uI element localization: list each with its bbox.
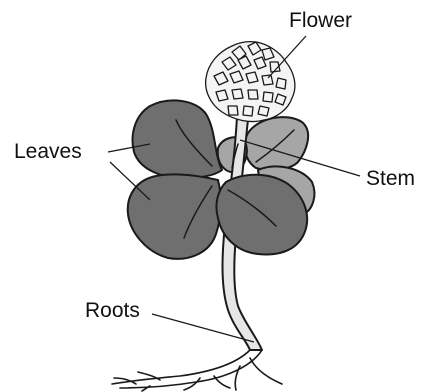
petal bbox=[263, 92, 273, 102]
petal bbox=[232, 89, 243, 99]
roots bbox=[112, 350, 282, 391]
roots-label: Roots bbox=[85, 300, 140, 321]
root-main-outer bbox=[112, 350, 250, 384]
petal bbox=[258, 106, 269, 116]
petal bbox=[243, 106, 253, 116]
petal bbox=[216, 90, 228, 101]
flower-label: Flower bbox=[289, 10, 352, 31]
petal bbox=[262, 75, 273, 85]
flower-head bbox=[206, 42, 295, 122]
petal bbox=[228, 106, 238, 115]
back-leaf-right bbox=[245, 117, 308, 170]
leaves-label: Leaves bbox=[14, 141, 82, 162]
petal bbox=[248, 90, 258, 99]
root-branch bbox=[250, 358, 282, 384]
petal bbox=[246, 72, 258, 83]
petal bbox=[276, 78, 286, 89]
stem-label: Stem bbox=[366, 168, 415, 189]
leaf-upper-left bbox=[133, 100, 222, 178]
leaf-lower-left bbox=[128, 174, 221, 259]
root-main-inner bbox=[120, 350, 262, 388]
